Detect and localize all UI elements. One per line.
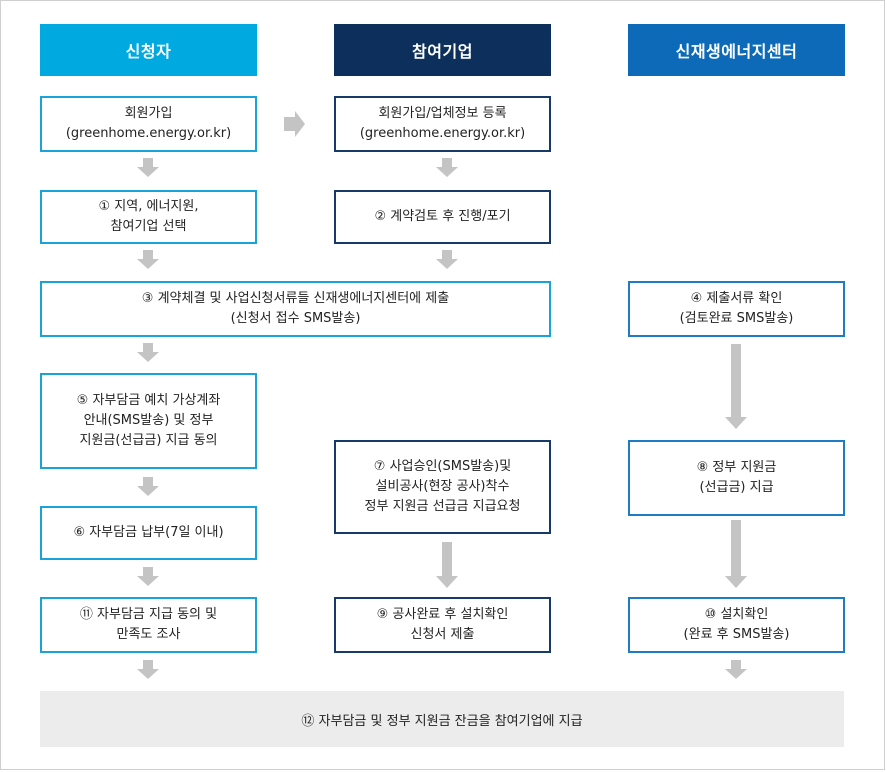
step-6: ⑥ 자부담금 납부(7일 이내)	[40, 506, 257, 560]
step-1-text: ① 지역, 에너지원, 참여기업 선택	[98, 199, 199, 234]
step-8: ⑧ 정부 지원금 (선급금) 지급	[628, 440, 845, 516]
arrow-down-icon	[725, 660, 747, 679]
step-2: ② 계약검토 후 진행/포기	[334, 190, 551, 244]
step-signup: 회원가입 (greenhome.energy.or.kr)	[40, 96, 257, 152]
arrow-down-icon	[725, 520, 747, 588]
step-company-signup-text: 회원가입/업체정보 등록 (greenhome.energy.or.kr)	[359, 106, 526, 141]
arrow-down-icon	[137, 250, 159, 269]
arrow-down-icon	[137, 660, 159, 679]
header-applicant: 신청자	[40, 24, 257, 76]
step-9-text: ⑨ 공사완료 후 설치확인 신청서 제출	[376, 607, 509, 642]
step-12-text: ⑫ 자부담금 및 정부 지원금 잔금을 참여기업에 지급	[301, 713, 583, 729]
step-9: ⑨ 공사완료 후 설치확인 신청서 제출	[334, 597, 551, 653]
arrow-down-icon	[137, 343, 159, 362]
step-5: ⑤ 자부담금 예치 가상계좌 안내(SMS발송) 및 정부 지원금(선급금) 지…	[40, 373, 257, 469]
step-11-text: ⑪ 자부담금 지급 동의 및 만족도 조사	[79, 607, 218, 642]
header-company: 참여기업	[334, 24, 551, 76]
step-8-text: ⑧ 정부 지원금 (선급금) 지급	[696, 460, 777, 495]
step-7-text: ⑦ 사업승인(SMS발송)및 설비공사(현장 공사)착수 정부 지원금 선급금 …	[364, 459, 521, 514]
step-signup-text: 회원가입 (greenhome.energy.or.kr)	[65, 106, 232, 141]
step-6-text: ⑥ 자부담금 납부(7일 이내)	[73, 525, 224, 540]
step-1: ① 지역, 에너지원, 참여기업 선택	[40, 190, 257, 244]
step-2-text: ② 계약검토 후 진행/포기	[374, 209, 511, 224]
step-10: ⑩ 설치확인 (완료 후 SMS발송)	[628, 597, 845, 653]
arrow-down-icon	[137, 158, 159, 177]
arrow-down-icon	[725, 344, 747, 429]
step-3-text: ③ 계약체결 및 사업신청서류들 신재생에너지센터에 제출 (신청서 접수 SM…	[141, 291, 450, 326]
step-11: ⑪ 자부담금 지급 동의 및 만족도 조사	[40, 597, 257, 653]
arrow-down-icon	[436, 250, 458, 269]
arrow-down-icon	[137, 477, 159, 496]
step-3: ③ 계약체결 및 사업신청서류들 신재생에너지센터에 제출 (신청서 접수 SM…	[40, 281, 551, 337]
step-10-text: ⑩ 설치확인 (완료 후 SMS발송)	[683, 607, 790, 642]
step-company-signup: 회원가입/업체정보 등록 (greenhome.energy.or.kr)	[334, 96, 551, 152]
arrow-down-icon	[137, 567, 159, 586]
arrow-down-icon	[436, 158, 458, 177]
step-4-text: ④ 제출서류 확인 (검토완료 SMS발송)	[679, 291, 794, 326]
step-4: ④ 제출서류 확인 (검토완료 SMS발송)	[628, 281, 845, 337]
arrow-down-icon	[436, 542, 458, 588]
step-7: ⑦ 사업승인(SMS발송)및 설비공사(현장 공사)착수 정부 지원금 선급금 …	[334, 440, 551, 534]
arrow-right-icon	[284, 111, 305, 137]
header-center: 신재생에너지센터	[628, 24, 845, 76]
step-12: ⑫ 자부담금 및 정부 지원금 잔금을 참여기업에 지급	[40, 691, 844, 747]
step-5-text: ⑤ 자부담금 예치 가상계좌 안내(SMS발송) 및 정부 지원금(선급금) 지…	[76, 393, 221, 448]
